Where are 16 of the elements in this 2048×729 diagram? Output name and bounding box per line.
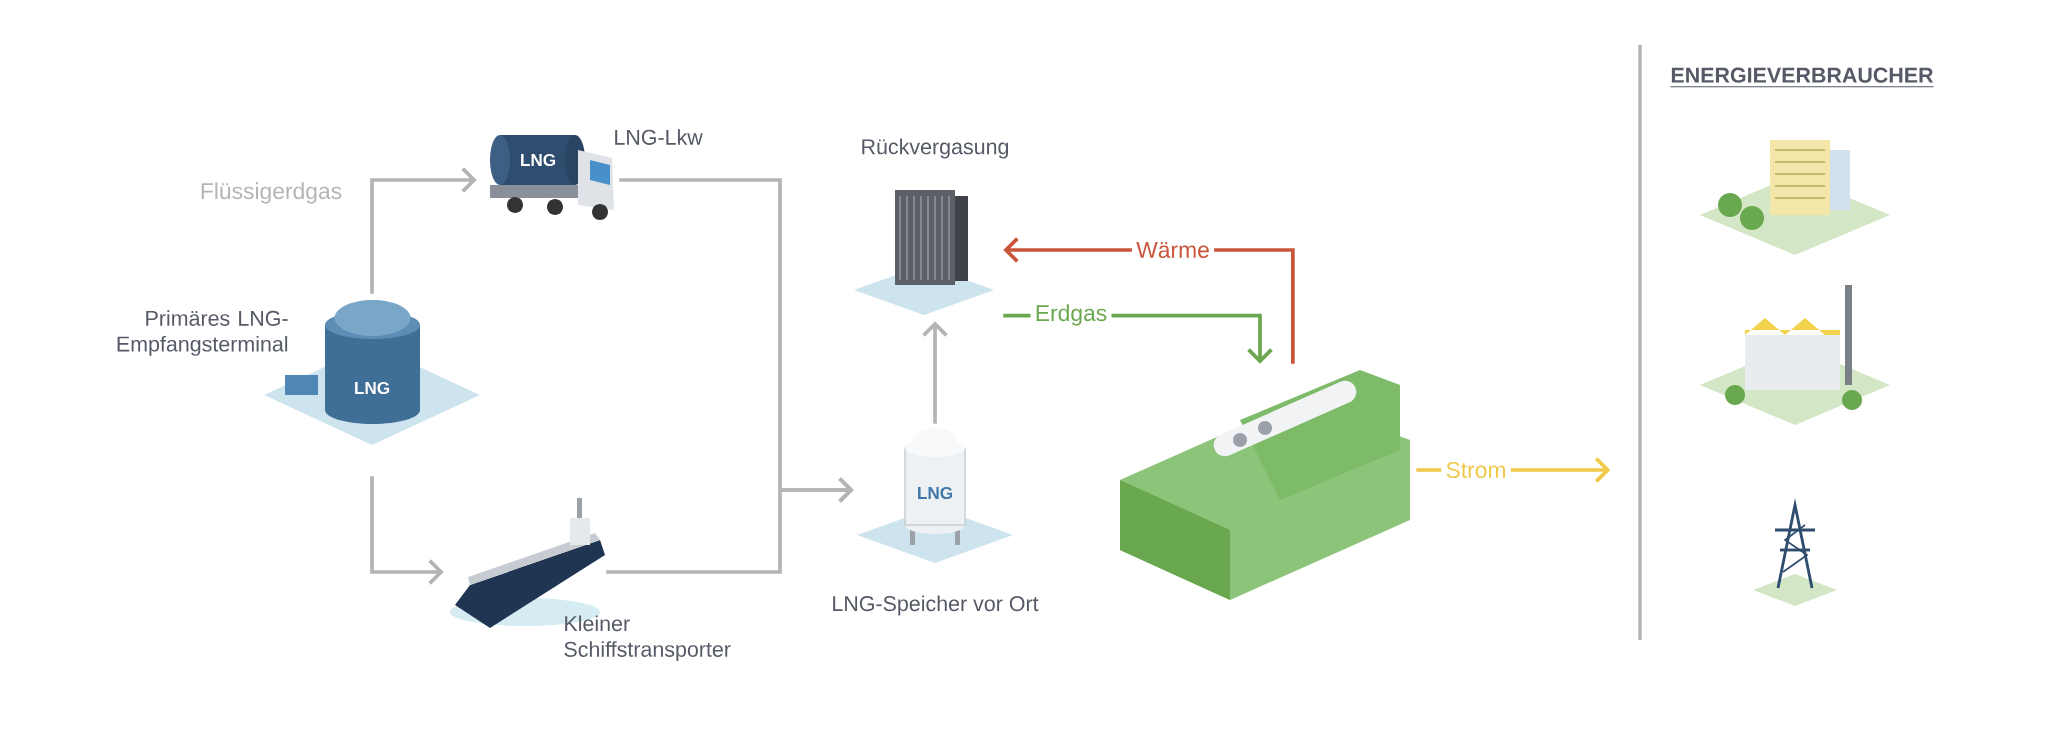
- edge-label: Erdgas: [1030, 300, 1112, 330]
- node-label: LNG-Speicher vor Ort: [833, 595, 1039, 616]
- heading: ENERGIEVERBRAUCHER: [1669, 67, 1935, 88]
- arrow: [922, 321, 948, 424]
- arrow: [606, 477, 854, 574]
- node-label: LNG-Lkw: [615, 129, 703, 145]
- arrow: [370, 167, 477, 294]
- edge-label: Wärme: [1131, 237, 1215, 263]
- edge-label: Flüssigerdgas: [201, 182, 342, 204]
- node-label: Primäres LNG-Empfangsterminal: [117, 310, 288, 356]
- arrow: [370, 476, 444, 585]
- node-label: Kleiner Schiffstransporter: [564, 615, 731, 662]
- tank-label: LNG: [918, 486, 953, 500]
- engine-drawing: [1120, 370, 1410, 600]
- node-label: Rückvergasung: [862, 138, 1009, 159]
- edge-label: Strom: [1441, 457, 1511, 483]
